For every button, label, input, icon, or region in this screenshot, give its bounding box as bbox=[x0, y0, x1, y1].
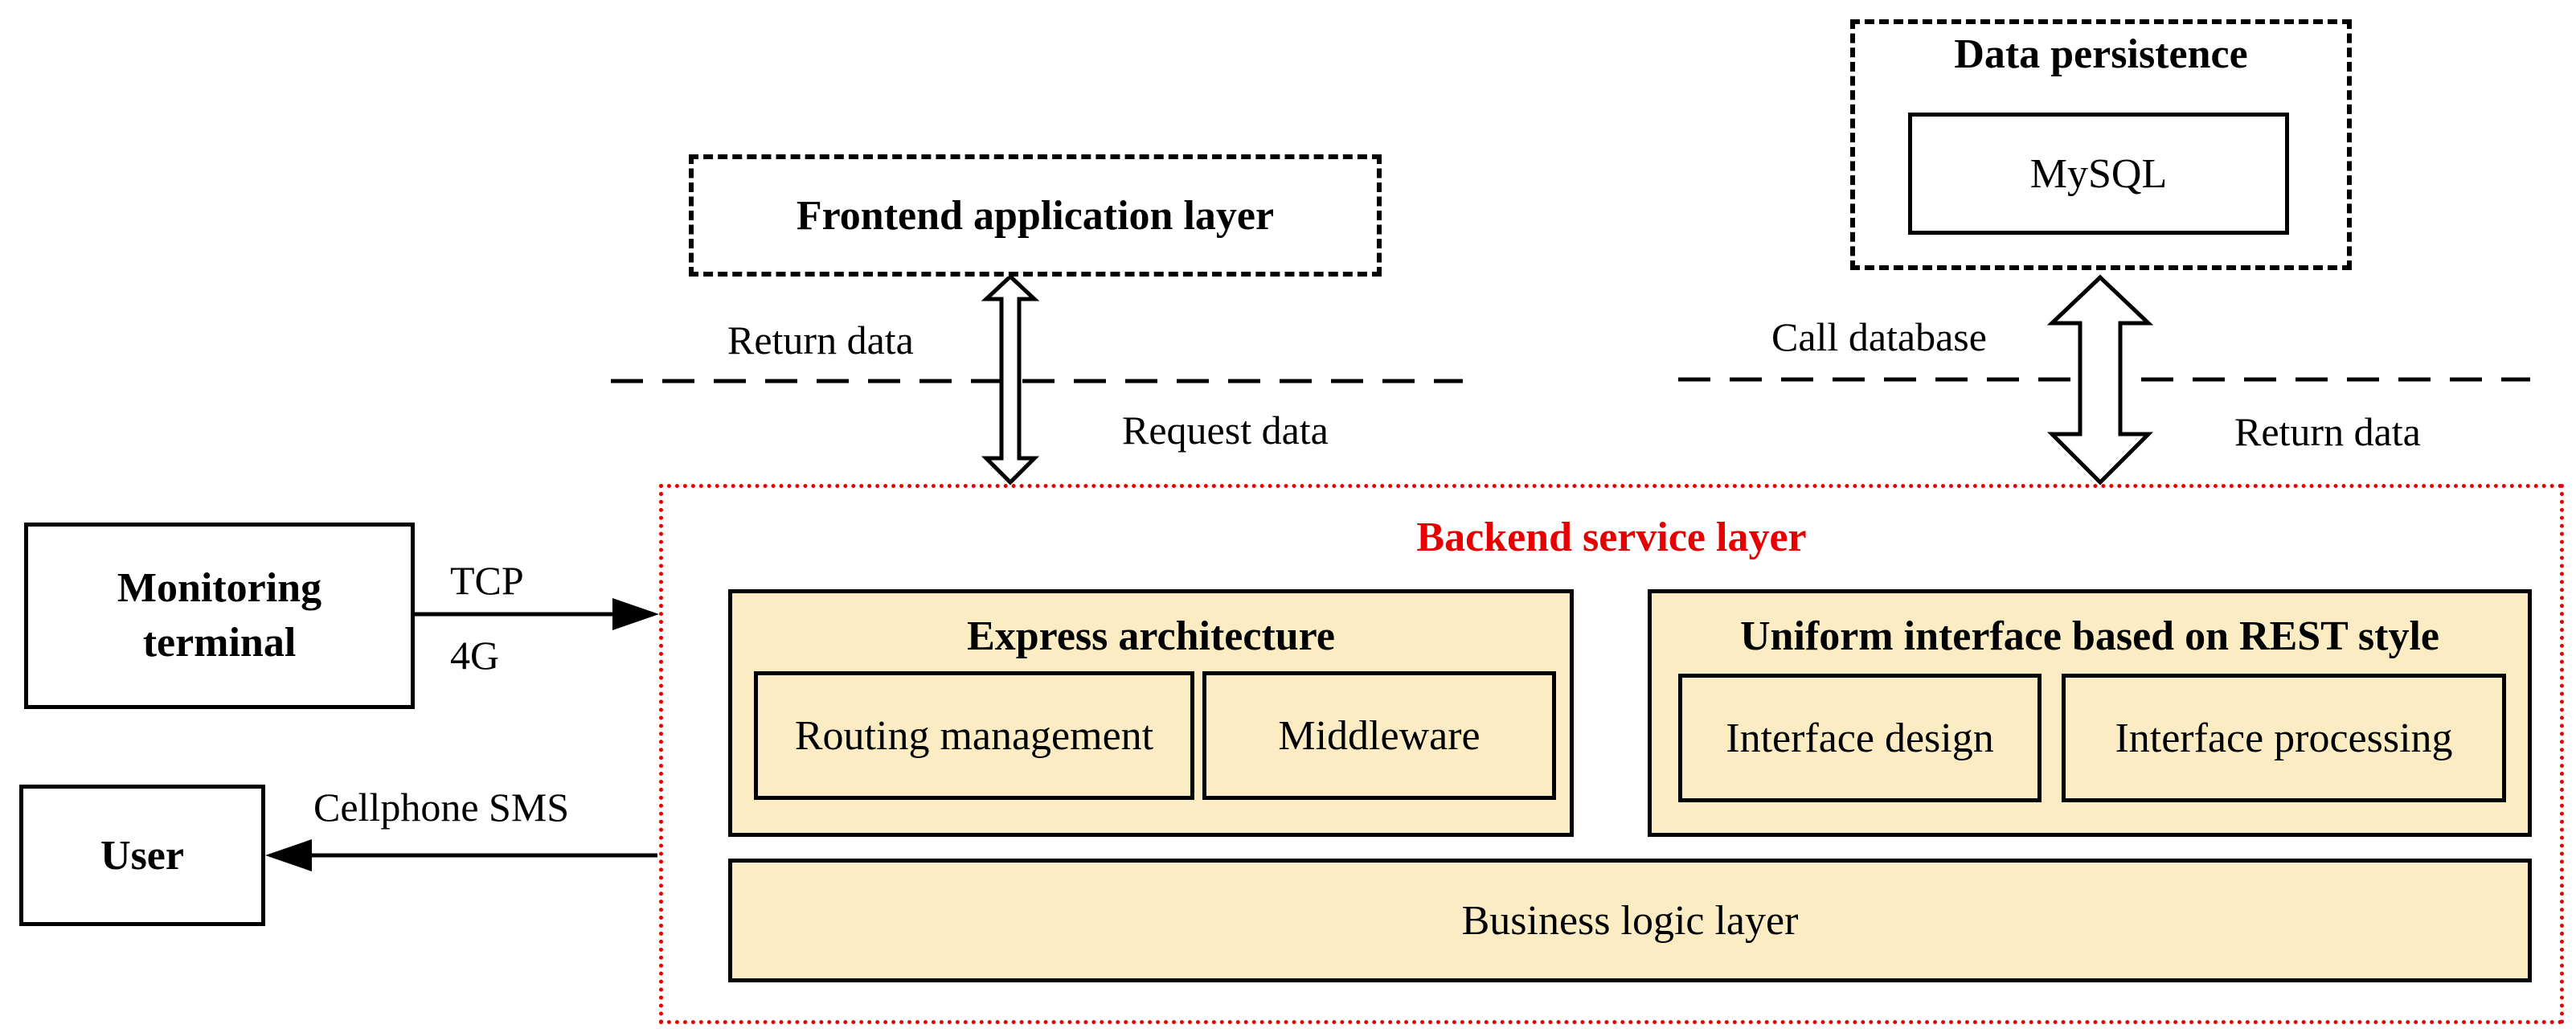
4g-label: 4G bbox=[450, 633, 500, 678]
db-return-data-label: Return data bbox=[2234, 409, 2421, 454]
business-logic-layer: Business logic layer bbox=[728, 859, 2532, 982]
interface-processing-box: Interface processing bbox=[2062, 674, 2506, 802]
user-label: User bbox=[100, 832, 184, 879]
frontend-title: Frontend application layer bbox=[796, 192, 1275, 239]
call-database-label: Call database bbox=[1771, 314, 1987, 359]
interface-design-box: Interface design bbox=[1678, 674, 2042, 802]
frontend-return-data-label: Return data bbox=[727, 318, 914, 363]
cellphone-sms-label: Cellphone SMS bbox=[313, 785, 570, 830]
express-title: Express architecture bbox=[967, 613, 1335, 659]
middleware-label: Middleware bbox=[1278, 712, 1480, 759]
rest-title: Uniform interface based on REST style bbox=[1739, 613, 2439, 659]
monitoring-label-line1: Monitoring bbox=[117, 565, 322, 612]
monitoring-label-line2: terminal bbox=[142, 620, 297, 666]
interface-design-label: Interface design bbox=[1726, 715, 1994, 761]
backend-service-layer bbox=[659, 484, 2564, 1024]
business-logic-label: Business logic layer bbox=[1461, 897, 1799, 944]
mysql-label: MySQL bbox=[2029, 150, 2168, 197]
mysql-box: MySQL bbox=[1908, 113, 2289, 235]
frontend-double-arrow bbox=[981, 273, 1040, 486]
routing-label: Routing management bbox=[794, 712, 1154, 759]
tcp-arrowhead bbox=[612, 598, 659, 630]
interface-processing-label: Interface processing bbox=[2115, 715, 2453, 761]
db-double-arrow bbox=[2046, 274, 2154, 486]
sms-arrowhead bbox=[265, 839, 312, 871]
monitoring-terminal-box: Monitoring terminal bbox=[24, 523, 415, 709]
backend-title: Backend service layer bbox=[1416, 514, 1807, 560]
persistence-title: Data persistence bbox=[1954, 31, 2248, 77]
frontend-application-layer: Frontend application layer bbox=[689, 154, 1382, 277]
middleware-box: Middleware bbox=[1202, 671, 1556, 800]
user-box: User bbox=[19, 785, 265, 926]
routing-management-box: Routing management bbox=[754, 671, 1194, 800]
tcp-label: TCP bbox=[450, 558, 524, 603]
frontend-request-data-label: Request data bbox=[1122, 408, 1329, 453]
